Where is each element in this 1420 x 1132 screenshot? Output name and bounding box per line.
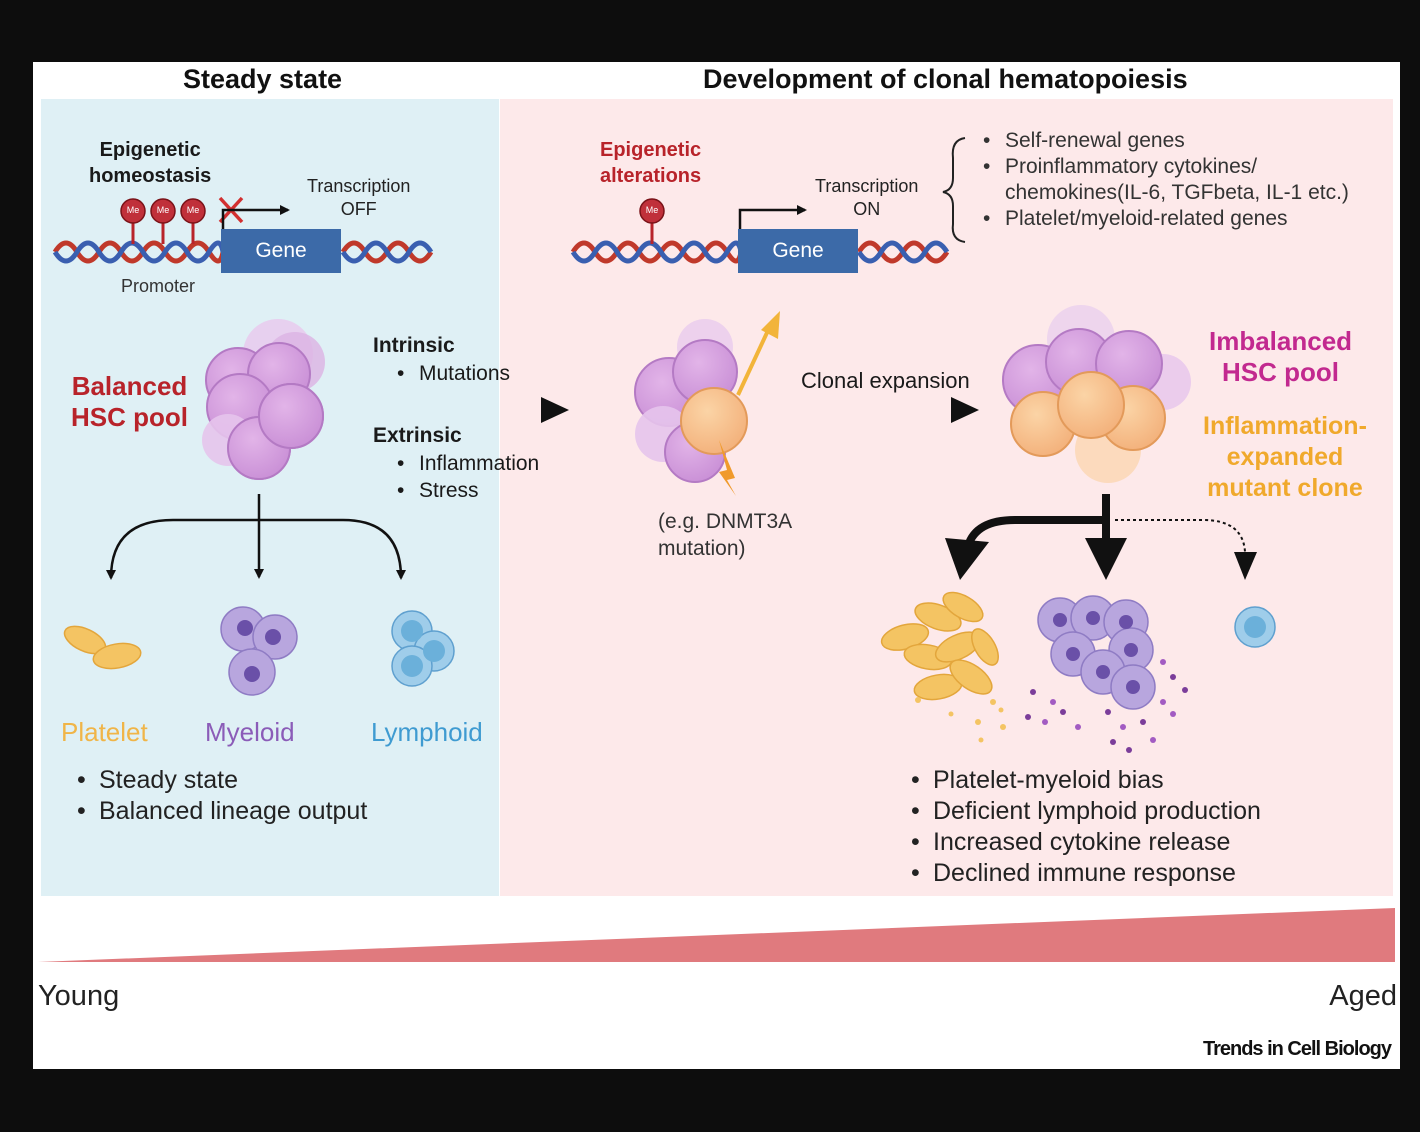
diagram-graphics bbox=[38, 137, 1395, 962]
lymphoid-label: Lymphoid bbox=[371, 717, 483, 747]
methyl-group-icon bbox=[120, 198, 206, 244]
steady-state-header: Steady state bbox=[183, 64, 343, 94]
summary-item: Balanced lineage output bbox=[73, 796, 367, 827]
methyl-label: Me bbox=[126, 205, 140, 215]
intrinsic-list: Mutations bbox=[393, 360, 510, 387]
young-label: Young bbox=[38, 980, 120, 1012]
clonal-hematopoiesis-summary: Platelet-myeloid bias Deficient lymphoid… bbox=[907, 765, 1261, 889]
lightning-icon bbox=[719, 440, 736, 496]
summary-item: Platelet-myeloid bias bbox=[907, 765, 1261, 796]
methyl-label: Me bbox=[645, 205, 659, 215]
gene-box: Gene bbox=[738, 229, 858, 273]
biased-lineage-arrows bbox=[945, 494, 1257, 580]
arrow-icon bbox=[221, 205, 290, 236]
journal-credit: Trends in Cell Biology bbox=[1202, 1038, 1392, 1060]
expanded-myeloid-cells bbox=[1025, 595, 1188, 753]
clonal-expansion-label: Clonal expansion bbox=[801, 368, 970, 393]
steady-state-summary: Steady state Balanced lineage output bbox=[73, 765, 367, 827]
figure: Steady state Development of clonal hemat… bbox=[33, 62, 1400, 1069]
reduced-lymphoid-cell bbox=[1234, 606, 1276, 648]
methyl-label: Me bbox=[186, 205, 200, 215]
clonal-hematopoiesis-header: Development of clonal hematopoiesis bbox=[703, 64, 1188, 94]
aged-label: Aged bbox=[1329, 980, 1397, 1012]
extrinsic-title: Extrinsic bbox=[373, 424, 462, 447]
mutated-hsc-cluster bbox=[634, 319, 748, 483]
target-gene-item: chemokines(IL-6, TGFbeta, IL-1 etc.) bbox=[1005, 181, 1349, 204]
platelet-label: Platelet bbox=[61, 717, 148, 747]
imbalanced-hsc-cluster bbox=[1002, 305, 1191, 483]
extrinsic-item: Stress bbox=[393, 477, 539, 504]
age-gradient-wedge bbox=[38, 908, 1395, 962]
methyl-group-icon bbox=[639, 198, 665, 244]
target-gene-item: Platelet/myeloid-related genes bbox=[979, 206, 1349, 232]
dna-helix-icon bbox=[52, 240, 434, 264]
arrow-icon bbox=[736, 311, 780, 396]
target-gene-item: Proinflammatory cytokines/ bbox=[979, 154, 1349, 180]
target-gene-item: Self-renewal genes bbox=[979, 128, 1349, 154]
intrinsic-item: Mutations bbox=[393, 360, 510, 387]
myeloid-label: Myeloid bbox=[205, 717, 295, 747]
lymphoid-cells bbox=[391, 610, 455, 687]
summary-item: Steady state bbox=[73, 765, 367, 796]
myeloid-cells bbox=[220, 606, 298, 696]
methyl-label: Me bbox=[156, 205, 170, 215]
gene-box: Gene bbox=[221, 229, 341, 273]
extrinsic-list: Inflammation Stress bbox=[393, 450, 539, 504]
extrinsic-item: Inflammation bbox=[393, 450, 539, 477]
balanced-hsc-cluster bbox=[202, 319, 325, 480]
summary-item: Declined immune response bbox=[907, 858, 1261, 889]
summary-item: Increased cytokine release bbox=[907, 827, 1261, 858]
expanded-platelet-cells bbox=[880, 591, 1006, 743]
summary-item: Deficient lymphoid production bbox=[907, 796, 1261, 827]
target-genes-brace bbox=[942, 137, 966, 243]
intrinsic-title: Intrinsic bbox=[373, 334, 455, 357]
lineage-branch-arrows bbox=[106, 494, 406, 580]
target-genes-list: Self-renewal genes Proinflammatory cytok… bbox=[979, 128, 1349, 232]
arrow-icon bbox=[738, 205, 807, 236]
dna-helix-icon bbox=[570, 240, 950, 264]
promoter-label: Promoter bbox=[121, 276, 196, 296]
platelet-cells bbox=[63, 625, 142, 670]
